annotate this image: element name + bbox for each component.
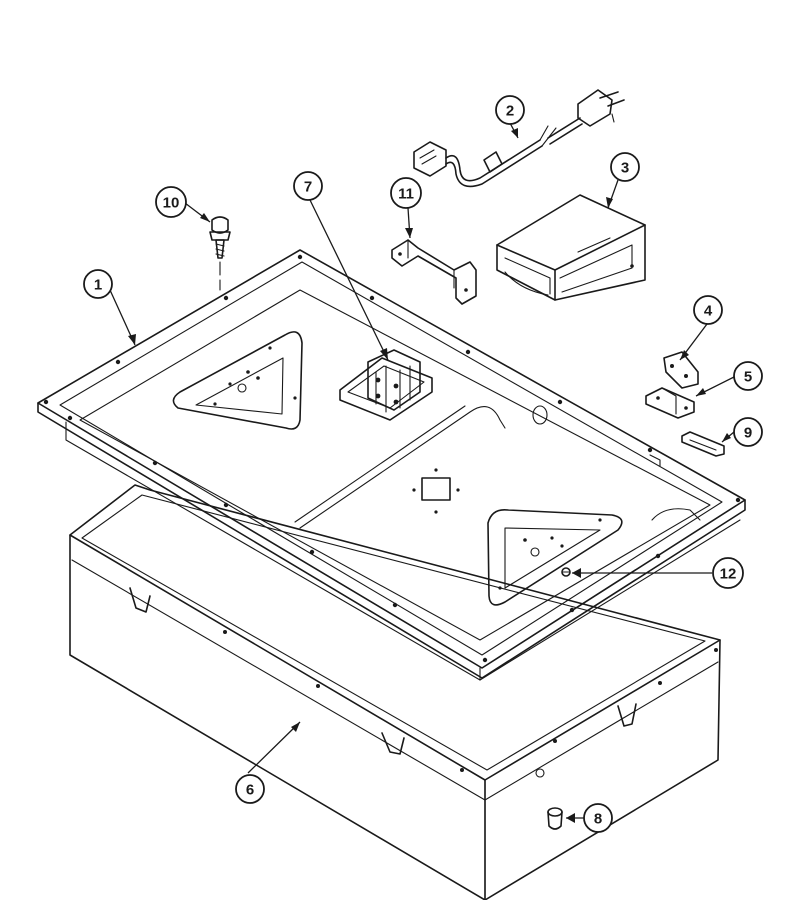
- callout-12: 12: [712, 557, 744, 589]
- callout-label: 2: [506, 103, 514, 120]
- terminal-block-drawing: [339, 349, 433, 421]
- leader-lines: [109, 122, 735, 823]
- callout-6: 6: [235, 774, 265, 804]
- power-cord-drawing: [413, 89, 625, 188]
- pan-screw-drawing: [561, 567, 571, 577]
- callout-10: 10: [155, 186, 187, 218]
- callout-label: 5: [744, 369, 752, 386]
- control-box-drawing: [496, 194, 646, 301]
- callout-11: 11: [390, 177, 422, 209]
- callout-8: 8: [583, 803, 613, 833]
- screw-drawing: [209, 216, 231, 291]
- callout-label: 1: [94, 277, 102, 294]
- callout-9: 9: [733, 417, 763, 447]
- cooktop-pan-drawing: [37, 249, 746, 681]
- callout-label: 7: [304, 179, 312, 196]
- callout-4: 4: [693, 295, 723, 325]
- callout-label: 11: [398, 186, 414, 203]
- hinge-bracket-drawing: [663, 351, 699, 389]
- callout-2: 2: [495, 95, 525, 125]
- callout-label: 3: [621, 160, 629, 177]
- plug-button-drawing: [547, 807, 563, 830]
- callout-label: 10: [163, 195, 180, 212]
- callout-label: 9: [744, 425, 752, 442]
- callout-label: 8: [594, 811, 602, 828]
- hinge-drawing: [645, 387, 695, 419]
- callout-label: 6: [246, 782, 254, 799]
- burner-box-drawing: [69, 484, 721, 900]
- clip-drawing: [681, 431, 725, 457]
- callout-1: 1: [83, 269, 113, 299]
- callout-label: 12: [720, 566, 737, 583]
- callout-5: 5: [733, 361, 763, 391]
- callout-3: 3: [610, 152, 640, 182]
- mounting-bracket-drawing: [391, 239, 477, 305]
- callout-7: 7: [293, 171, 323, 201]
- callout-label: 4: [704, 303, 713, 320]
